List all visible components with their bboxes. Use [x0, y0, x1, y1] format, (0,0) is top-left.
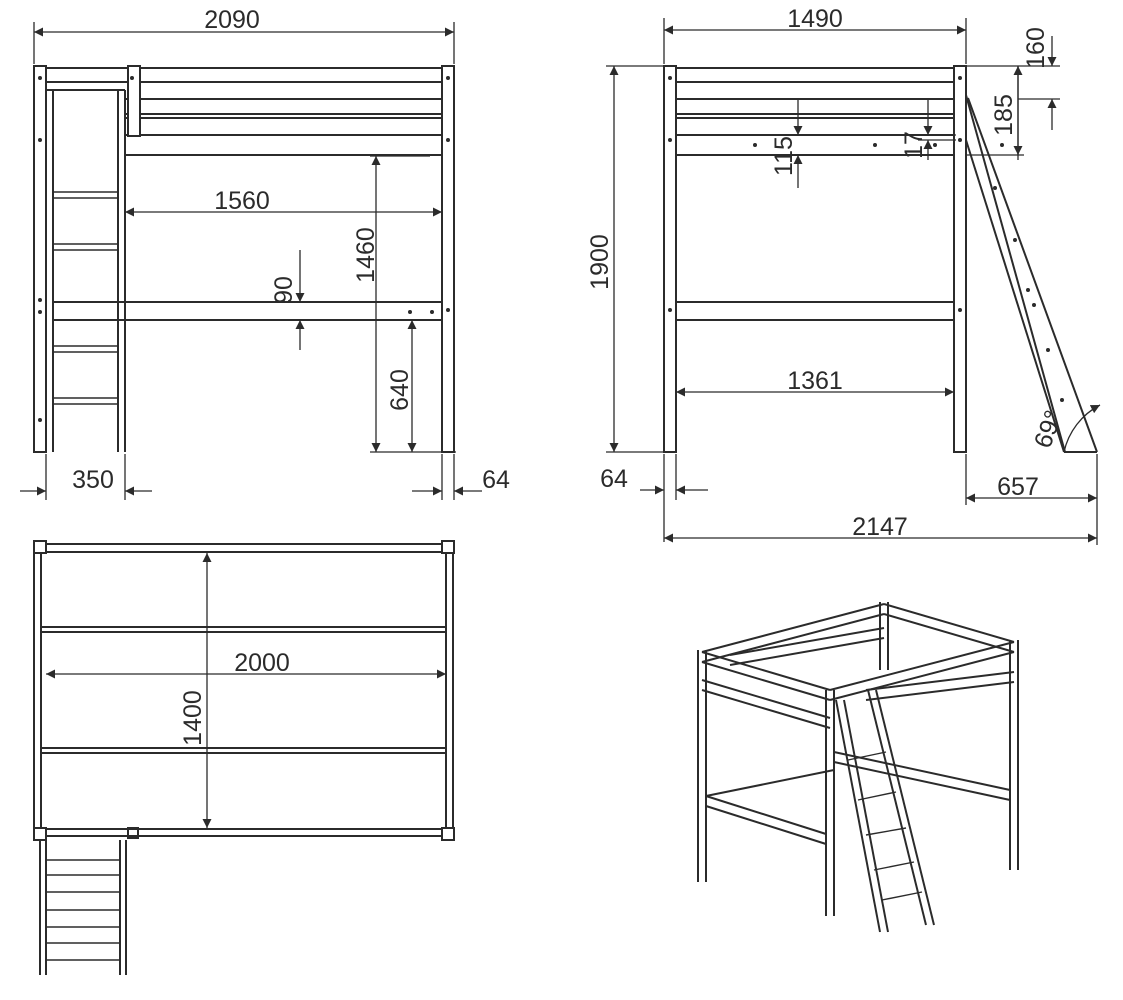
front-right-post: [441, 65, 455, 453]
front-height-label: 1460: [352, 227, 380, 283]
side-left-post: [663, 65, 677, 453]
side-slat-thickness-label: 17: [900, 131, 928, 159]
front-ladder-width-label: 350: [72, 466, 114, 494]
side-post-thickness-label: 64: [600, 465, 628, 493]
side-rail-span-label: 185: [990, 94, 1018, 136]
side-width-label: 1490: [787, 5, 843, 33]
side-inner-width-label: 1361: [787, 367, 843, 395]
top-length-label: 2000: [234, 649, 290, 677]
front-rail-height-label: 90: [270, 276, 298, 304]
side-view: 1490 160 185 115 17 1900 1361 64 69°: [586, 5, 1101, 545]
front-width-label: 2090: [204, 6, 260, 34]
front-mid-post: [127, 65, 141, 137]
side-ladder: [965, 94, 1098, 453]
isometric-ladder: [835, 689, 935, 933]
side-overall-length-label: 2147: [852, 513, 908, 541]
side-right-post: [953, 65, 967, 453]
side-ladder-offset-label: 657: [997, 473, 1039, 501]
side-ladder-angle-arc: [1063, 404, 1101, 453]
side-overall-height-label: 1900: [586, 234, 614, 290]
top-view: 2000 1400: [33, 540, 455, 975]
side-top-gap-label: 160: [1022, 27, 1050, 69]
front-clearance-label: 640: [386, 369, 414, 411]
front-view: 2090 1560 1460 90 640 350 64: [20, 6, 510, 500]
front-bed-length-label: 1560: [214, 187, 270, 215]
side-slat-gap-label: 115: [770, 136, 798, 176]
side-rails: [676, 67, 954, 321]
front-ladder: [33, 65, 126, 453]
isometric-view: [697, 602, 1019, 933]
front-post-thickness-label: 64: [482, 466, 510, 494]
top-width-label: 1400: [179, 690, 207, 746]
top-ladder: [39, 840, 127, 975]
